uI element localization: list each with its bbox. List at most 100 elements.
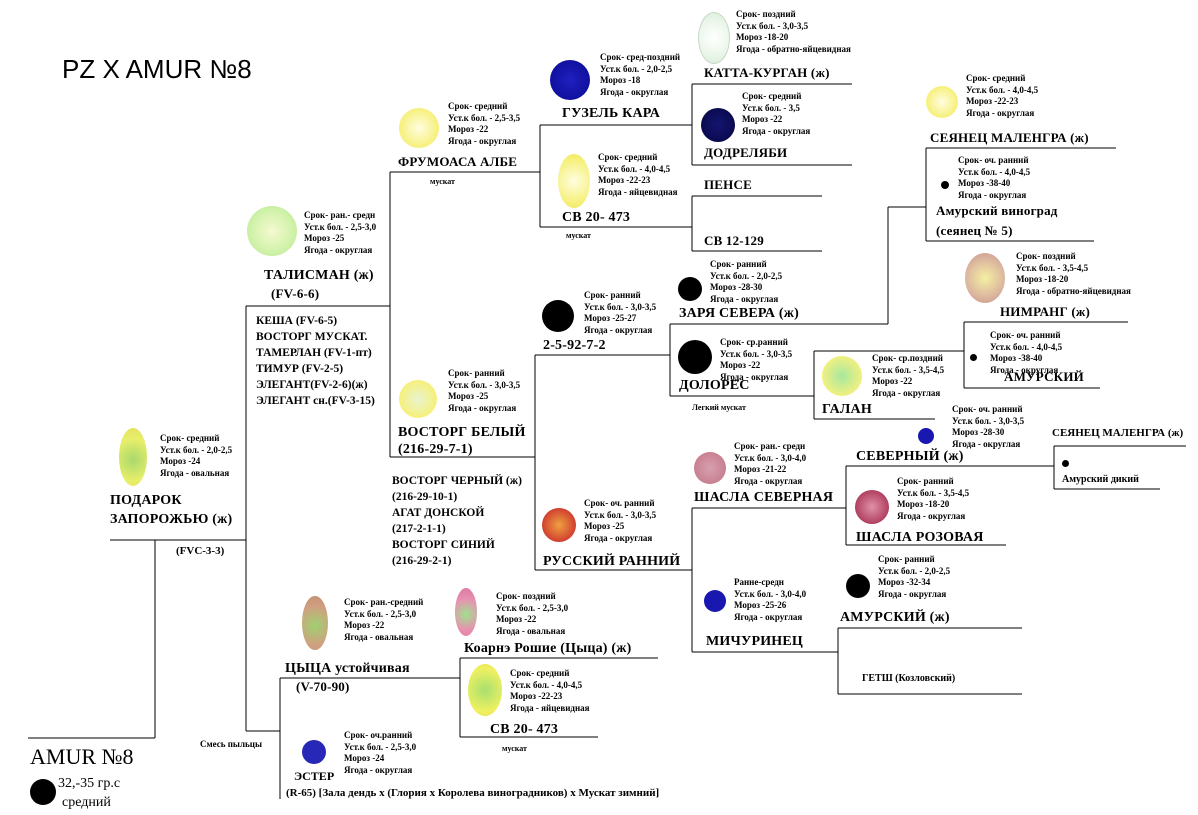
michurinets-berry-icon <box>704 590 726 612</box>
vostorgbel-siblings-list: ВОСТОРГ ЧЕРНЫЙ (ж)(216-29-10-1)АГАТ ДОНС… <box>392 475 522 567</box>
koarne-name: Коарнэ Рошие (Цыца) (ж) <box>464 641 632 656</box>
seyanets2-name: СЕЯНЕЦ МАЛЕНГРА (ж) <box>1052 427 1184 439</box>
zarya-name: ЗАРЯ СЕВЕРА (ж) <box>679 306 799 321</box>
pense-name: ПЕНСЕ <box>704 177 752 192</box>
podarok-name-2: ЗАПОРОЖЬЮ (ж) <box>110 512 233 527</box>
dodrelyabi-name: ДОДРЕЛЯБИ <box>704 145 788 160</box>
zarya-berry-icon <box>678 277 702 301</box>
ester-code: (R-65) [Зала дендь х (Глория х Королева … <box>286 787 660 799</box>
galan-name: ГАЛАН <box>822 402 872 417</box>
michurinets-name: МИЧУРИНЕЦ <box>706 634 804 649</box>
dolores-berry-icon <box>678 340 712 374</box>
amurskiy1-name: АМУРСКИЙ <box>1004 369 1084 384</box>
diagram-title: PZ X AMUR №8 <box>62 54 252 84</box>
galan-berry-icon <box>822 356 862 396</box>
frumoasa-berry-icon <box>399 108 439 148</box>
frumoasa-note: мускат <box>430 177 455 186</box>
shasla-roz-berry-icon <box>855 490 889 524</box>
shasla-roz-name: ШАСЛА РОЗОВАЯ <box>856 530 984 545</box>
tsytsa-name: ЦЫЦА устойчивая <box>285 661 410 676</box>
russkiy-name: РУССКИЙ РАННИЙ <box>543 554 681 569</box>
amurdikiy-name: Амурский дикий <box>1062 474 1139 485</box>
amur8-name: AMUR №8 <box>30 744 134 769</box>
seyanets-berry-icon <box>926 86 958 118</box>
nimrang-name: НИМРАНГ (ж) <box>1000 304 1091 319</box>
ester-berry-icon <box>302 740 326 764</box>
n259-berry-icon <box>542 300 574 332</box>
dolores-name: ДОЛОРЕС <box>679 378 750 393</box>
severniy-name: СЕВЕРНЫЙ (ж) <box>856 449 964 464</box>
sv2-note: мускат <box>502 744 527 753</box>
sv12-name: СВ 12-129 <box>704 233 764 248</box>
dolores-note: Легкий мускат <box>692 403 746 412</box>
tsytsa-code: (V-70-90) <box>296 679 350 694</box>
severniy-berry-icon <box>918 428 934 444</box>
koarne-berry-icon <box>455 588 477 636</box>
nimrang-berry-icon <box>965 253 1005 303</box>
sv1-note: мускат <box>566 231 591 240</box>
podarok-code: (FVC-3-3) <box>176 545 225 557</box>
talisman-berry-icon <box>247 206 297 256</box>
amurgrape-name-2: (сеянец № 5) <box>936 223 1013 238</box>
getsh-name: ГЕТШ (Козловский) <box>862 673 956 684</box>
ester-name: ЭСТЕР <box>294 769 335 783</box>
sv1-berry-icon <box>558 154 590 208</box>
amurgrape-name: Амурский виноград <box>936 203 1058 218</box>
katta-berry-icon <box>698 12 730 64</box>
sv2-berry-icon <box>468 664 502 716</box>
russkiy-berry-icon <box>542 508 576 542</box>
amur8-line2: 32,-35 гр.с <box>58 776 121 791</box>
vostorgbel-berry-icon <box>399 380 437 418</box>
amur8-berry-icon <box>30 779 56 805</box>
talisman-code: (FV-6-6) <box>271 286 320 301</box>
sv1-name: СВ 20- 473 <box>562 210 631 225</box>
seyanets-name: СЕЯНЕЦ МАЛЕНГРА (ж) <box>930 130 1089 145</box>
dodrelyabi-berry-icon <box>701 108 735 142</box>
shasla-sev-name: ШАСЛА СЕВЕРНАЯ <box>694 490 834 505</box>
sv2-name: СВ 20- 473 <box>490 722 559 737</box>
guzel-berry-icon <box>550 60 590 100</box>
podarok-berry-icon <box>119 428 147 486</box>
podarok-name: ПОДАРОК <box>110 493 182 508</box>
amurskiy1-berry-icon <box>970 354 977 361</box>
pollen-mix-label: Смесь пыльцы <box>200 739 262 749</box>
katta-name: КАТТА-КУРГАН (ж) <box>704 65 830 80</box>
talisman-name: ТАЛИСМАН (ж) <box>264 268 374 283</box>
amurdikiy-berry-icon <box>1062 460 1069 467</box>
amurskiy2-name: АМУРСКИЙ (ж) <box>840 610 950 625</box>
n259-name: 2-5-92-7-2 <box>543 338 606 353</box>
talisman-siblings-list: КЕША (FV-6-5)ВОСТОРГ МУСКАТ.ТАМЕРЛАН (FV… <box>256 315 375 407</box>
guzel-name: ГУЗЕЛЬ КАРА <box>562 106 661 121</box>
vostorgbel-code: (216-29-7-1) <box>398 442 473 457</box>
frumoasa-name: ФРУМОАСА АЛБЕ <box>398 154 518 169</box>
amurgrape-berry-icon <box>941 181 949 189</box>
amurskiy2-berry-icon <box>846 574 870 598</box>
